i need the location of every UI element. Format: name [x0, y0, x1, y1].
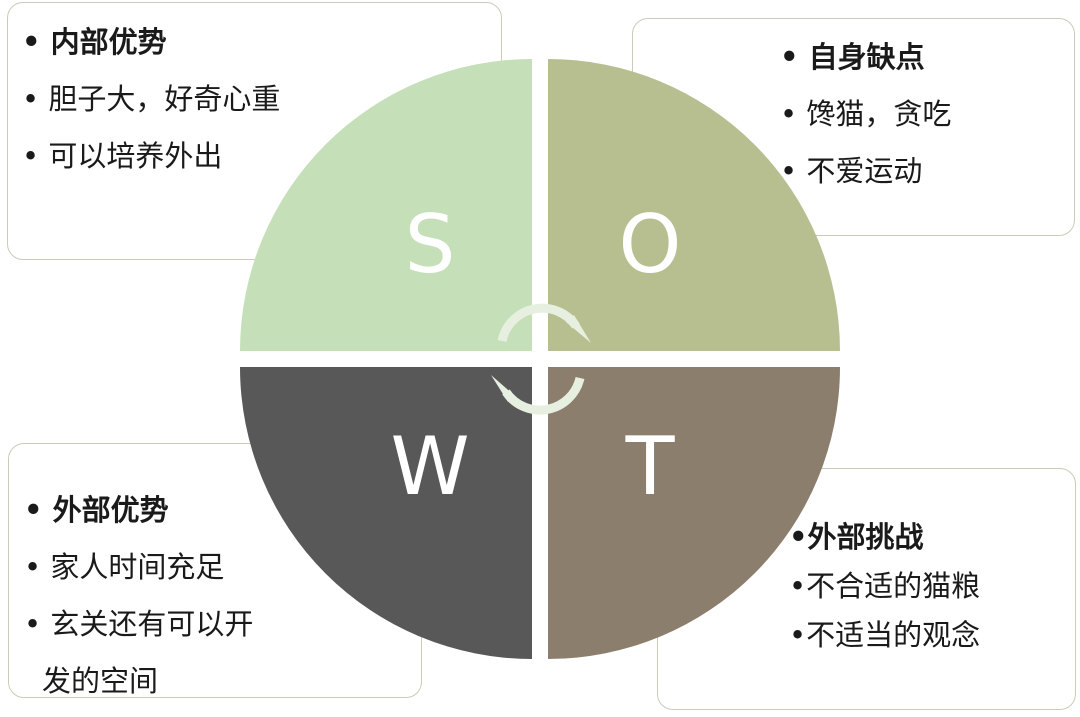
letter-w: W — [390, 420, 469, 513]
letter-o: O — [619, 198, 682, 291]
quadrant-o — [548, 59, 840, 351]
strength-heading: • 内部优势 — [22, 25, 167, 59]
threat-heading: •外部挑战 — [789, 520, 924, 554]
strength-item: • 胆子大，好奇心重 — [22, 82, 281, 116]
opportunity-item: • 玄关还有可以开 — [24, 607, 254, 641]
quadrant-s — [240, 59, 532, 351]
threat-item: •不适当的观念 — [789, 618, 981, 652]
weakness-list: • 自身缺点 • 馋猫，贪吃 • 不爱运动 — [780, 29, 951, 200]
quadrant-w — [240, 367, 532, 659]
circular-arrows-icon — [497, 303, 585, 415]
quadrant-t — [548, 367, 840, 659]
threat-item: •不合适的猫粮 — [789, 569, 981, 603]
threat-list: •外部挑战 •不合适的猫粮 •不适当的观念 — [789, 513, 980, 660]
weakness-heading: • 自身缺点 — [780, 40, 925, 74]
strength-item: • 可以培养外出 — [22, 139, 223, 173]
opportunity-list: • 外部优势 • 家人时间充足 • 玄关还有可以开 发的空间 — [24, 482, 253, 710]
strength-list: • 内部优势 • 胆子大，好奇心重 • 可以培养外出 — [22, 14, 280, 185]
letter-s: S — [405, 198, 456, 291]
opportunity-item: • 家人时间充足 — [24, 550, 225, 584]
weakness-item: • 馋猫，贪吃 — [780, 97, 952, 131]
opportunity-item-continued: 发的空间 — [42, 664, 159, 698]
arrowheads — [491, 315, 591, 402]
weakness-item: • 不爱运动 — [780, 154, 923, 188]
letter-t: T — [625, 420, 676, 513]
opportunity-heading: • 外部优势 — [24, 493, 169, 527]
